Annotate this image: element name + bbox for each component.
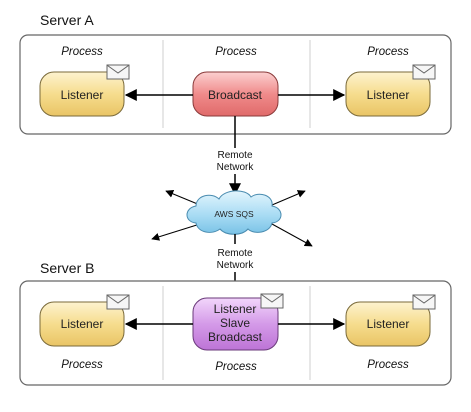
ray-upper-right [271, 190, 306, 206]
server-b-slave-label-line1: Listener [214, 302, 257, 316]
server-a-title: Server A [40, 12, 94, 28]
server-a-left-listener-label: Listener [61, 88, 104, 102]
ray-lower-right [271, 223, 313, 247]
aws-sqs-cloud: AWS SQS [186, 190, 282, 235]
server-b-process-label-center: Process [215, 361, 257, 373]
server-a-process-label-left: Process [61, 46, 103, 58]
network-bottom-label-line1: Remote [217, 248, 252, 259]
network-bottom-label-line2: Network [217, 260, 255, 271]
aws-sqs-label: AWS SQS [214, 209, 254, 219]
server-b-left-listener: Listener [39, 301, 125, 347]
envelope-icon [412, 64, 436, 80]
server-b-slave-label-line3: Broadcast [208, 330, 263, 344]
server-b-right-listener-label: Listener [367, 317, 410, 331]
server-b-slave-broadcast: Listener Slave Broadcast [192, 297, 279, 351]
server-b-left-listener-label: Listener [61, 317, 104, 331]
envelope-icon [106, 294, 130, 310]
server-a-broadcast: Broadcast [192, 71, 279, 117]
envelope-icon [260, 293, 284, 309]
server-a-left-listener: Listener [39, 71, 125, 117]
server-b-right-listener: Listener [345, 301, 431, 347]
ray-lower-left [151, 223, 201, 241]
network-top-label-line2: Network [217, 162, 255, 173]
server-a-right-listener: Listener [345, 71, 431, 117]
server-a-right-listener-label: Listener [367, 88, 410, 102]
server-b-title: Server B [40, 260, 94, 276]
server-a-process-label-right: Process [367, 46, 409, 58]
server-a-process-label-center: Process [215, 46, 257, 58]
server-a-broadcast-label: Broadcast [208, 88, 263, 102]
server-b-slave-label-line2: Slave [220, 316, 250, 330]
envelope-icon [106, 64, 130, 80]
server-b-process-label-left: Process [61, 359, 103, 371]
network-top-label-line1: Remote [217, 150, 252, 161]
ray-upper-left [165, 190, 201, 206]
envelope-icon [412, 294, 436, 310]
server-b-process-label-right: Process [367, 359, 409, 371]
